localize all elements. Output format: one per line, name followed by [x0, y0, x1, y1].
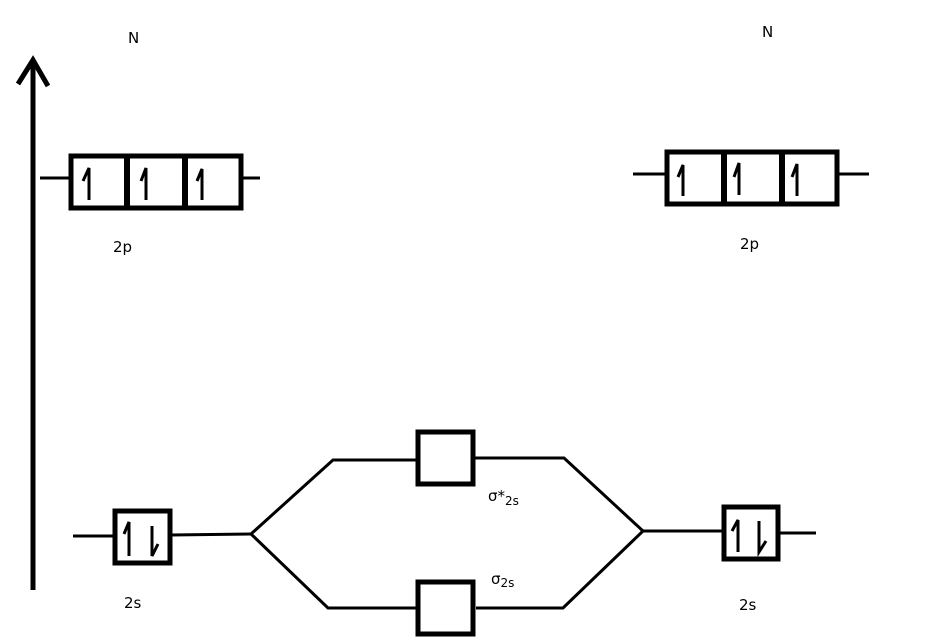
left-2s-label: 2s: [124, 594, 142, 612]
right-2s-label: 2s: [739, 596, 757, 614]
spin-up-arrow-icon: [730, 519, 740, 552]
sigma-2s-label: σ2s: [491, 570, 514, 590]
spin-up-arrow-icon: [122, 521, 131, 556]
spin-up-arrow-icon: [732, 162, 741, 195]
sigma-star-2s-label: σ*2s: [488, 487, 519, 508]
spin-up-arrow-icon: [790, 163, 799, 196]
spin-up-arrow-icon: [81, 167, 91, 200]
left-2p-orbital: [40, 153, 260, 211]
left-2p-label: 2p: [113, 238, 132, 256]
right-2s-orbital: [643, 504, 816, 562]
spin-up-arrow-icon: [195, 168, 204, 200]
right-2p-orbital: [633, 149, 869, 207]
energy-axis-arrow: [15, 55, 51, 590]
sigma-2s-orbital: [415, 579, 476, 637]
right-2p-label: 2p: [740, 235, 759, 253]
spin-down-arrow-icon: [150, 526, 160, 557]
spin-up-arrow-icon: [139, 167, 148, 200]
correlation-lines: [249, 456, 645, 610]
spin-down-arrow-icon: [757, 521, 768, 558]
spin-up-arrow-icon: [676, 164, 685, 196]
right-atom-label: N: [762, 23, 773, 41]
left-atom-label: N: [128, 29, 139, 47]
sigma-star-2s-orbital: [415, 429, 476, 487]
left-2s-orbital: [73, 508, 252, 566]
